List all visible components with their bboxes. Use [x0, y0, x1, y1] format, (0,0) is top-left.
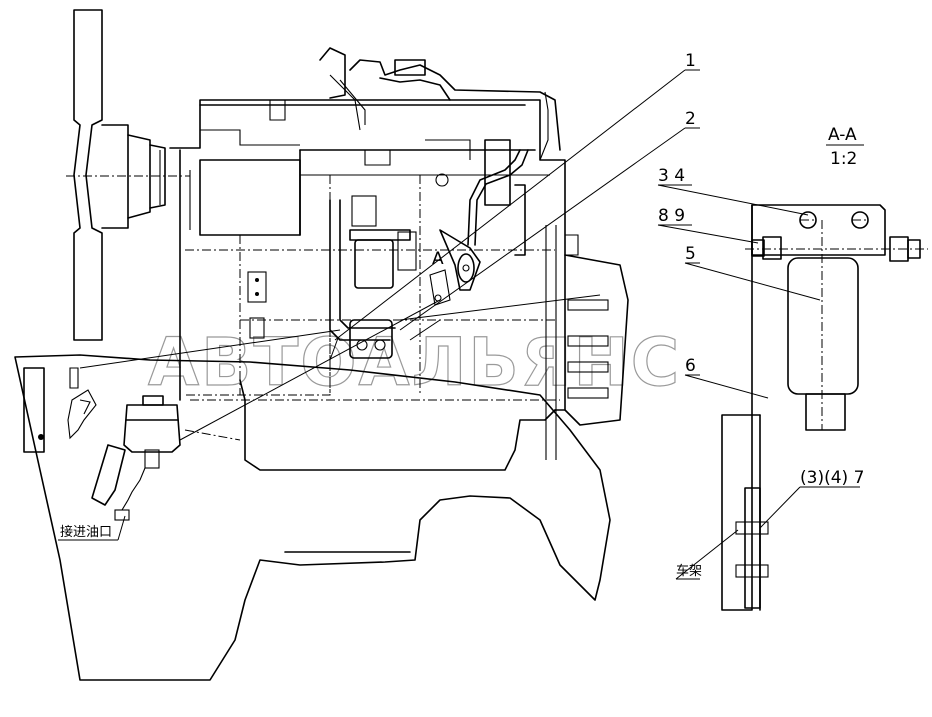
frame-note: 车架: [676, 563, 702, 579]
section-scale: 1:2: [830, 149, 857, 169]
leader-lines: [79, 69, 860, 580]
part-number-6: 6: [685, 356, 696, 376]
section-title: A-A: [828, 125, 857, 145]
cooling-fan: [66, 9, 190, 341]
section-mark-a: A: [432, 249, 444, 269]
part-number-2: 2: [685, 109, 696, 129]
bell-housing: [14, 354, 611, 681]
part-number-3-4: 3 4: [658, 166, 685, 186]
part-number-1: 1: [685, 51, 696, 71]
section-a-a-view: [721, 204, 928, 611]
hand-primer-pump: [91, 395, 181, 521]
inlet-note-leader: [117, 515, 126, 541]
part-number-5: 5: [685, 244, 696, 264]
engine-block: [169, 99, 629, 471]
part-number-3-4-7: (3)(4) 7: [800, 468, 864, 488]
top-pipework: [269, 47, 561, 161]
part-number-8-9: 8 9: [658, 206, 685, 226]
inlet-note: 接进油口: [60, 524, 112, 540]
construction-lines: [185, 175, 555, 395]
